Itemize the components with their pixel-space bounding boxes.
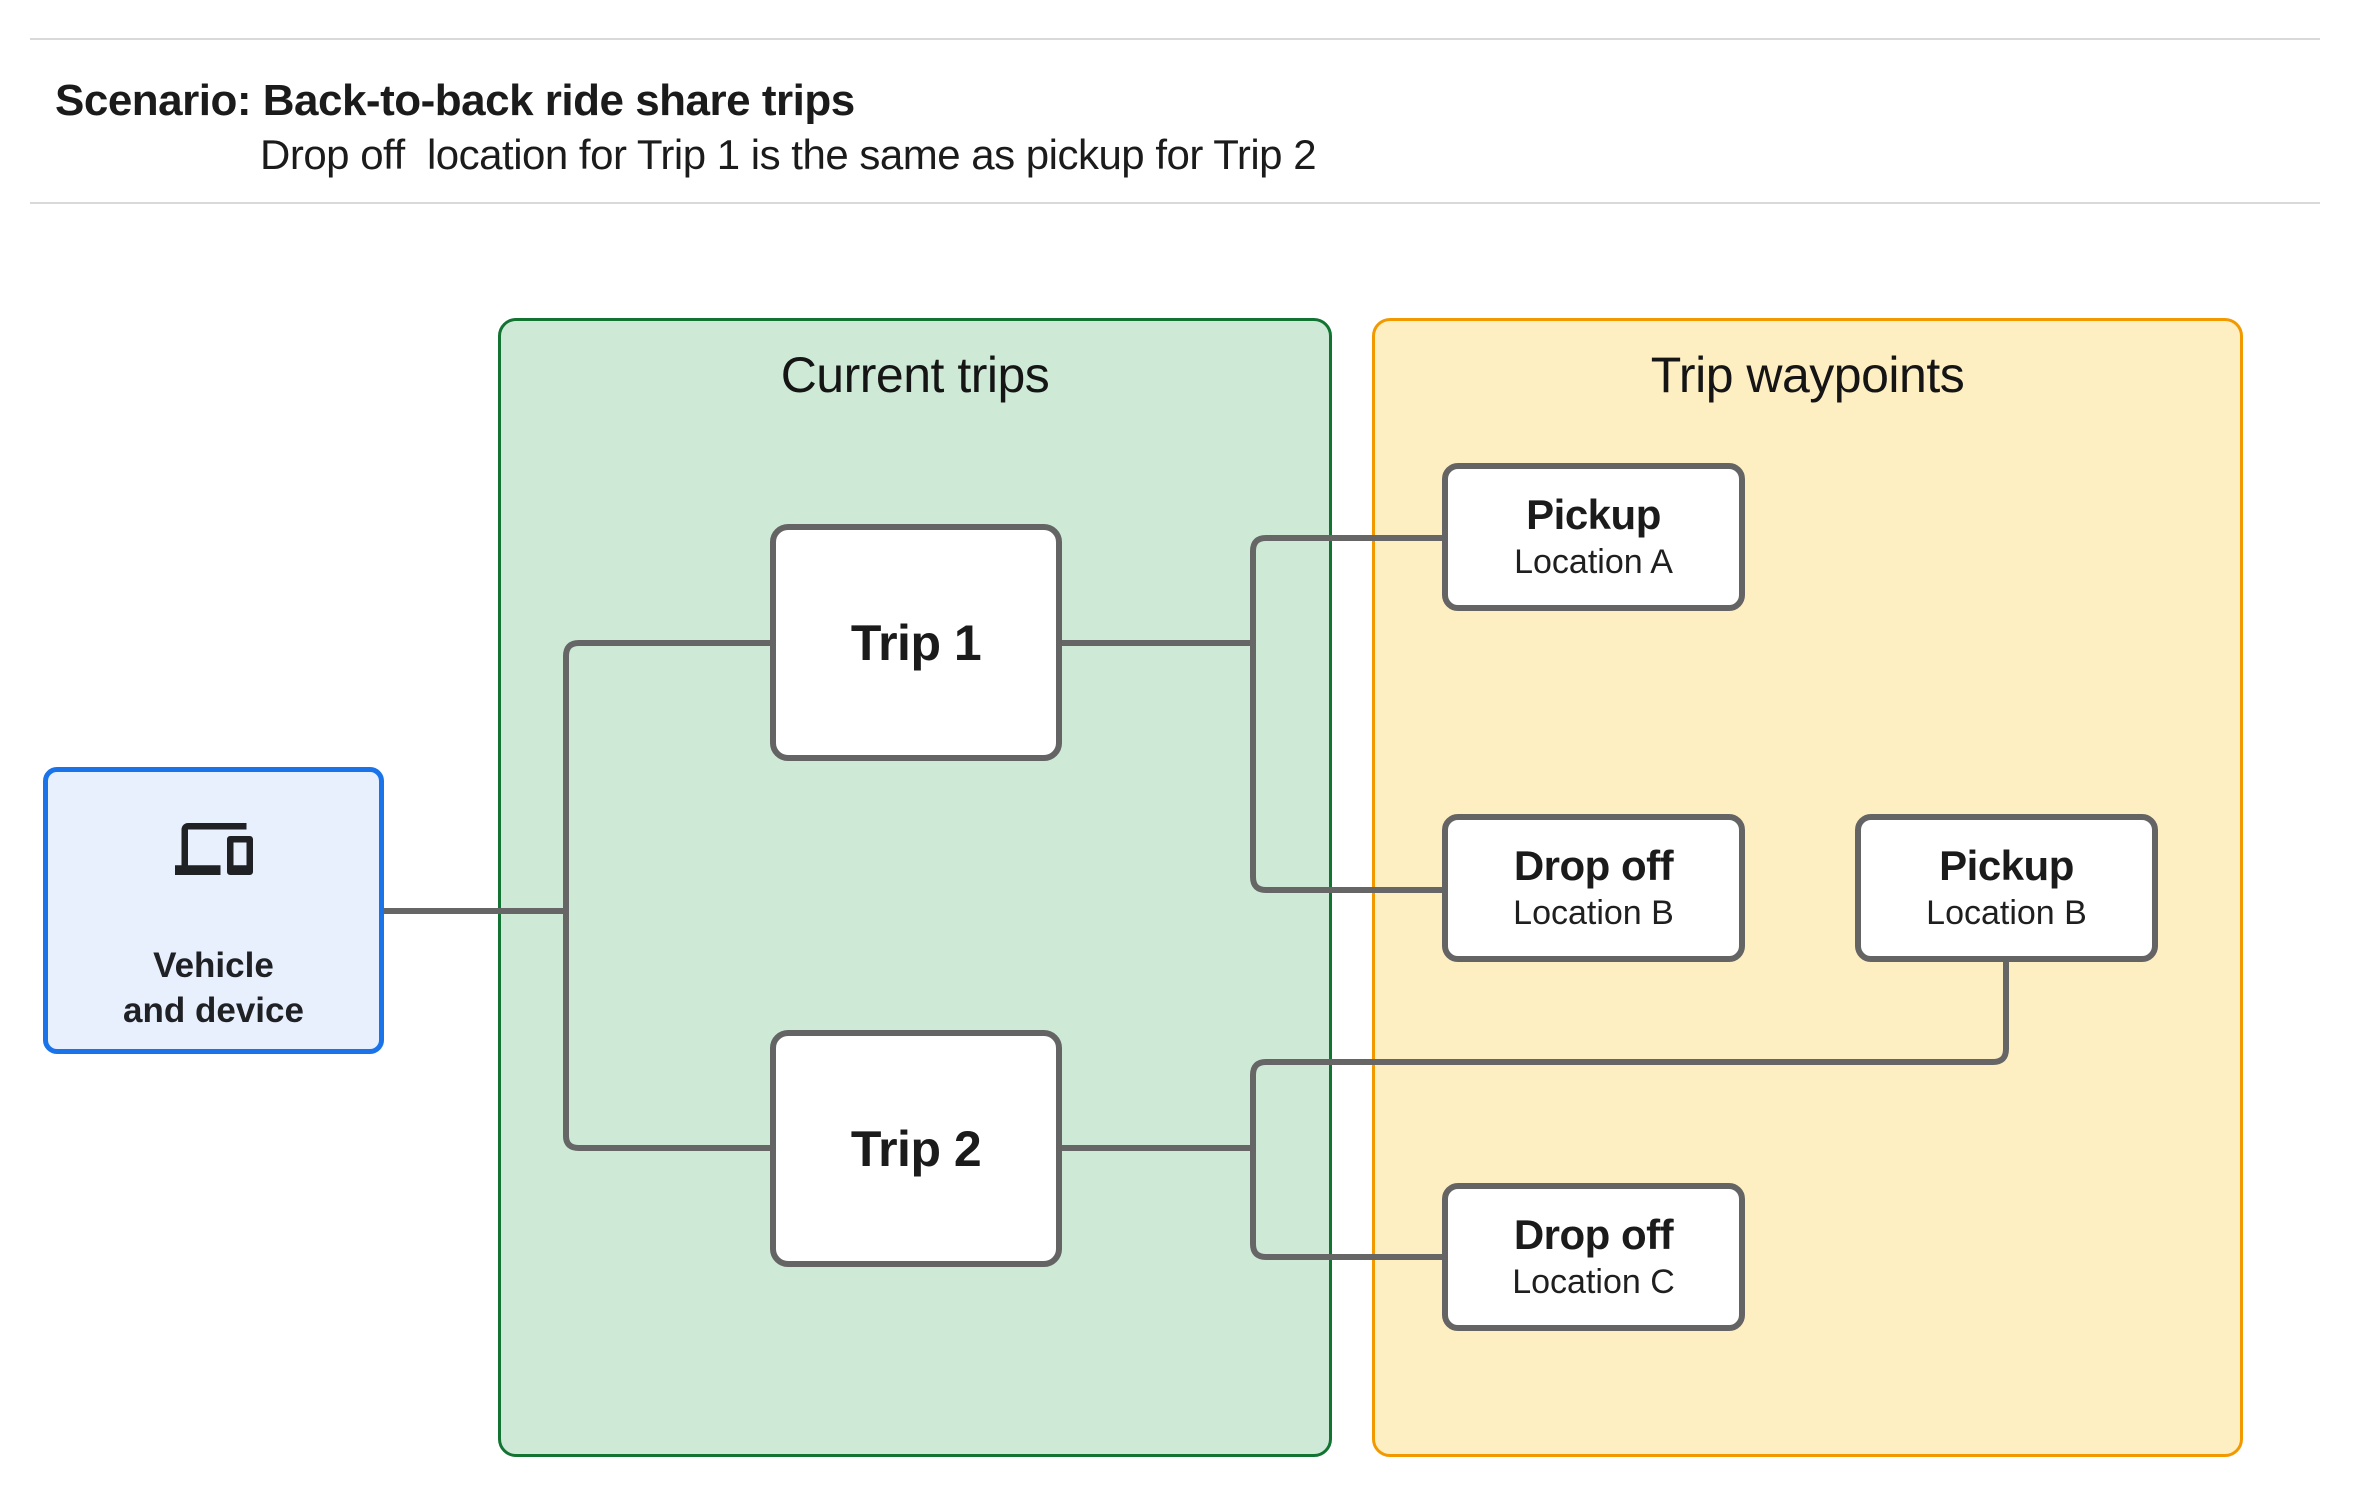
waypoint-title: Pickup	[1526, 491, 1661, 538]
trip-2-label: Trip 2	[850, 1120, 982, 1177]
vehicle-label-line1: Vehicle	[153, 946, 274, 985]
waypoint-subtitle: Location B	[1513, 894, 1674, 932]
current-trips-group: Current trips	[498, 318, 1332, 1457]
vehicle-and-device-node: Vehicle and device	[43, 767, 384, 1054]
page-title: Scenario: Back-to-back ride share trips	[55, 76, 855, 125]
vehicle-label-line2: and device	[123, 991, 304, 1030]
page-subtitle: Drop off location for Trip 1 is the same…	[260, 131, 1317, 178]
trip-1-label: Trip 1	[850, 614, 982, 671]
waypoint-dropoff-location-b: Drop off Location B	[1442, 814, 1745, 962]
waypoint-title: Pickup	[1939, 842, 2074, 889]
waypoint-title: Drop off	[1513, 842, 1674, 889]
trip-2-node: Trip 2	[770, 1030, 1062, 1267]
current-trips-group-title: Current trips	[780, 347, 1050, 403]
divider-top	[30, 38, 2320, 40]
trip-waypoints-group-title: Trip waypoints	[1650, 347, 1965, 403]
waypoint-subtitle: Location A	[1514, 543, 1673, 581]
trip-1-node: Trip 1	[770, 524, 1062, 761]
vehicle-node-label: Vehicle and device	[123, 943, 304, 1033]
waypoint-pickup-location-b: Pickup Location B	[1855, 814, 2158, 962]
devices-icon	[174, 823, 253, 875]
divider-bottom	[30, 202, 2320, 204]
waypoint-dropoff-location-c: Drop off Location C	[1442, 1183, 1745, 1331]
waypoint-subtitle: Location C	[1512, 1263, 1675, 1301]
waypoint-title: Drop off	[1513, 1211, 1674, 1258]
waypoint-subtitle: Location B	[1926, 894, 2087, 932]
waypoint-pickup-location-a: Pickup Location A	[1442, 463, 1745, 611]
